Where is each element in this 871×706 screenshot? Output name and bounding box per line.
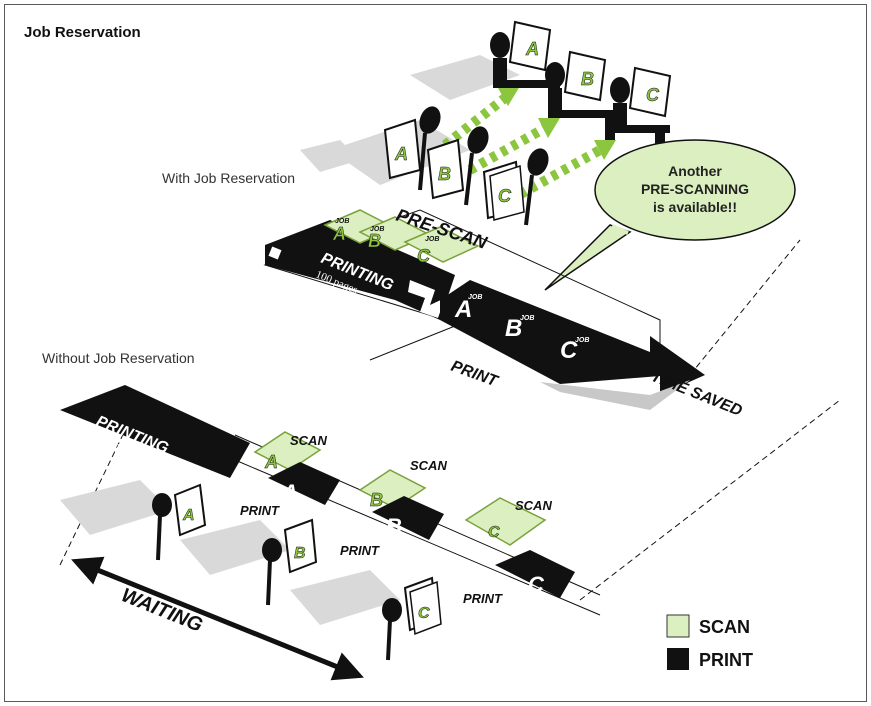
- print-job-word-b: JOB: [520, 315, 534, 322]
- print-job-word-a: JOB: [468, 294, 482, 301]
- top-print-label: PRINT: [449, 358, 501, 391]
- waiting-sheet-b: B: [294, 545, 306, 562]
- print-job-b: B: [505, 315, 522, 342]
- desk-figures: A B C: [490, 20, 672, 155]
- desk-job-a: A: [525, 39, 539, 59]
- green-flow-arrows: [441, 94, 603, 205]
- desk-job-b: B: [581, 69, 594, 89]
- bottom-print-job-a: A: [281, 480, 298, 505]
- desk-job-c: C: [646, 85, 660, 105]
- prescan-job-a: A: [332, 224, 346, 244]
- legend-label-scan: SCAN: [699, 617, 750, 637]
- waiting-figure-c: C: [382, 576, 442, 661]
- scanner-figure-c: C: [482, 148, 549, 226]
- waiting-figure-a: A: [152, 483, 207, 561]
- figure-title: Job Reservation: [24, 24, 141, 41]
- bottom-print-job-c: C: [528, 572, 545, 597]
- callout-line2: PRE-SCANNING: [641, 181, 749, 197]
- desk-figure-b: B: [545, 50, 615, 140]
- print-job-c: C: [560, 337, 578, 364]
- print-job-a: A: [454, 296, 472, 323]
- bottom-print-label-b: PRINT: [340, 543, 380, 558]
- top-sheet-c: C: [498, 186, 512, 206]
- prescan-job-word-c: JOB: [425, 236, 439, 243]
- callout-bubble: Another PRE-SCANNING is available!!: [544, 139, 796, 291]
- waiting-label: WAITING: [118, 584, 206, 636]
- legend-label-print: PRINT: [699, 650, 753, 670]
- bottom-scan-job-a: A: [264, 452, 278, 472]
- without-reservation-label: Without Job Reservation: [42, 350, 195, 366]
- bottom-scan-label-b: SCAN: [410, 458, 447, 473]
- top-sheet-a: A: [394, 144, 408, 164]
- scanner-figure-a: A: [383, 106, 441, 191]
- desk-figure-c: C: [610, 66, 672, 155]
- callout-line1: Another: [668, 163, 722, 179]
- bottom-scan-label-c: SCAN: [515, 498, 552, 513]
- bottom-print-job-b: B: [386, 514, 402, 539]
- top-sheet-b: B: [438, 164, 451, 184]
- prescan-job-b: B: [368, 231, 381, 251]
- prescan-job-word-a: JOB: [335, 218, 349, 225]
- legend-swatch-print: [667, 648, 689, 670]
- legend-swatch-scan: [666, 614, 690, 638]
- callout-line3: is available!!: [653, 199, 737, 215]
- scanner-figure-b: B: [426, 126, 489, 206]
- bottom-scan-job-b: B: [370, 490, 383, 510]
- bottom-timeline: PRINTING 100 pages A SCAN A PRINT B SCAN…: [59, 385, 841, 681]
- waiting-sheet-a: A: [182, 507, 195, 524]
- bottom-print-label-c: PRINT: [463, 591, 503, 606]
- bottom-scan-label-a: SCAN: [290, 433, 327, 448]
- legend: SCAN PRINT: [666, 614, 753, 670]
- print-job-word-c: JOB: [575, 337, 589, 344]
- desk-figure-a: A: [490, 20, 560, 110]
- bottom-print-label-a: PRINT: [240, 503, 280, 518]
- scanning-figures-top: A B C: [383, 106, 549, 226]
- prescan-job-c: C: [417, 246, 431, 266]
- waiting-sheet-c: C: [418, 605, 430, 622]
- with-reservation-label: With Job Reservation: [162, 170, 296, 186]
- prescan-job-word-b: JOB: [370, 226, 384, 233]
- bottom-scan-job-c: C: [488, 524, 500, 541]
